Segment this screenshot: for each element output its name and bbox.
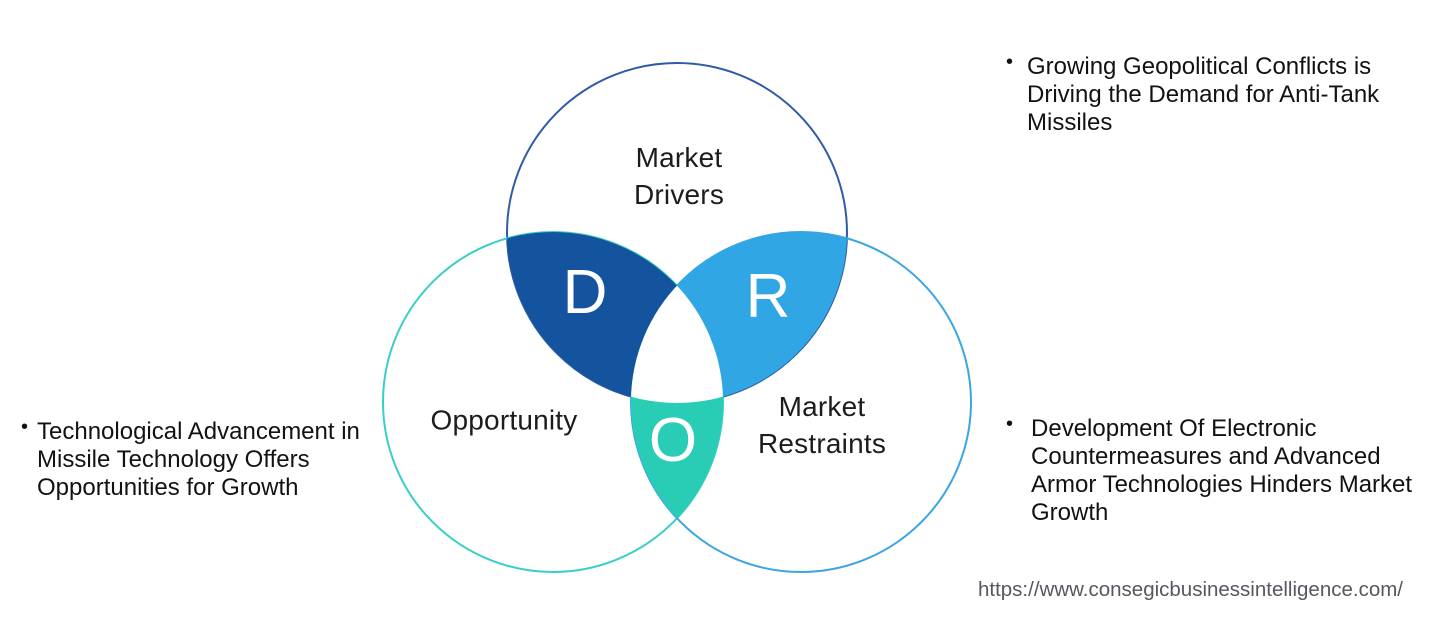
bullet-icon: •: [1006, 51, 1014, 73]
bullet-restraint-note: • Development Of Electronic Countermeasu…: [1006, 413, 1426, 527]
letter-restraints: R: [745, 262, 791, 331]
bullet-icon: •: [1006, 413, 1014, 435]
letter-drivers: D: [562, 258, 608, 327]
letter-opportunity: O: [648, 406, 698, 475]
label-opportunity: Opportunity: [430, 404, 578, 436]
bullet-icon: •: [21, 416, 29, 438]
bullet-opportunity-note: • Technological Advancement in Missile T…: [21, 416, 391, 502]
source-url: https://www.consegicbusinessintelligence…: [977, 578, 1403, 601]
driver-note-text: Growing Geopolitical Conflicts is Drivin…: [1027, 53, 1380, 136]
opportunity-note-text: Technological Advancement in Missile Tec…: [37, 418, 360, 501]
label-market-restraints: Market Restraints: [757, 391, 887, 459]
label-market-drivers: Market Drivers: [633, 142, 725, 210]
restraint-note-text: Development Of Electronic Countermeasure…: [1031, 415, 1413, 526]
bullet-driver-note: • Growing Geopolitical Conflicts is Driv…: [1006, 51, 1406, 137]
